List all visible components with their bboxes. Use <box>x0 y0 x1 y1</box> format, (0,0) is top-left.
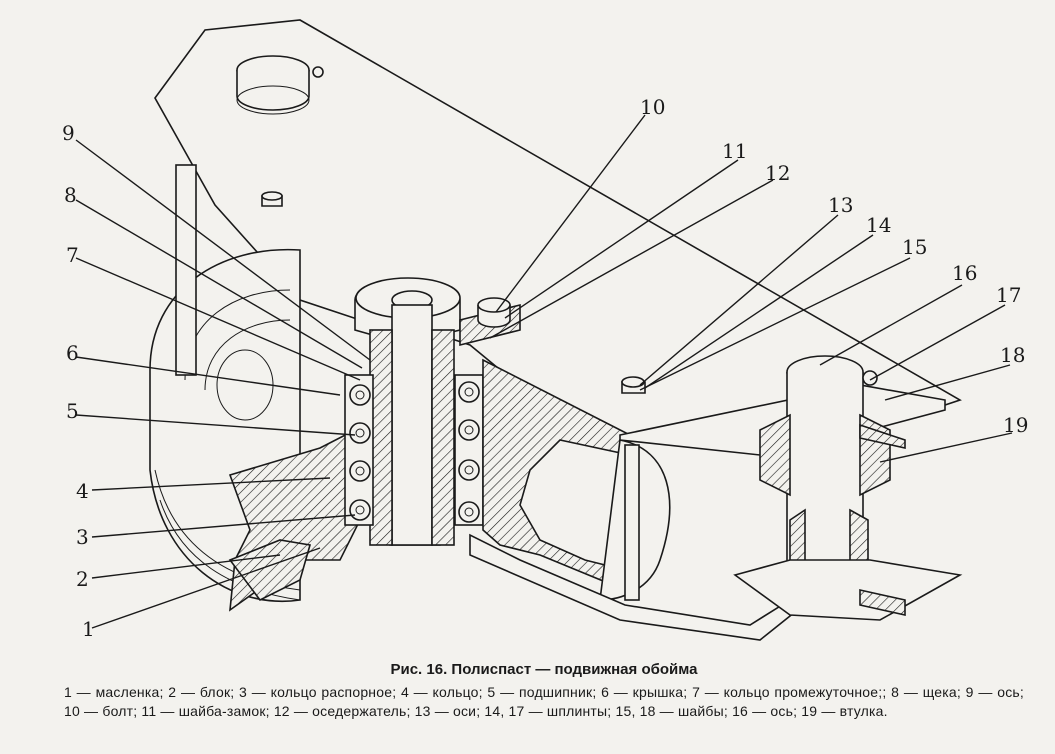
label-13: 13 <box>828 193 853 217</box>
label-17: 17 <box>996 283 1021 307</box>
label-18: 18 <box>1000 343 1025 367</box>
label-16: 16 <box>952 261 977 285</box>
label-6: 6 <box>66 341 79 365</box>
caption-title: Рис. 16. Полиспаст — подвижная обойма <box>390 661 698 678</box>
sleeve-right <box>431 329 455 546</box>
caption-legend: 1 — масленка; 2 — блок; 3 — кольцо распо… <box>64 684 1024 719</box>
nut-13 <box>621 376 646 394</box>
leader-lines <box>75 114 1013 629</box>
figure-caption: Рис. 16. Полиспаст — подвижная обойма 1 … <box>64 660 1024 721</box>
label-3: 3 <box>76 525 89 549</box>
bearings-right <box>454 374 484 526</box>
bearings-left <box>344 374 374 526</box>
label-12: 12 <box>765 161 790 185</box>
label-8: 8 <box>64 183 77 207</box>
label-9: 9 <box>62 121 75 145</box>
pulley-assembly-drawing: 1 2 3 4 5 6 7 8 9 10 11 12 13 14 15 16 1… <box>62 19 1028 641</box>
label-11: 11 <box>722 139 747 163</box>
label-15: 15 <box>902 235 927 259</box>
bushing-top <box>759 413 791 497</box>
label-5: 5 <box>66 399 79 423</box>
label-10: 10 <box>640 95 665 119</box>
label-4: 4 <box>76 479 89 503</box>
label-1: 1 <box>82 617 95 641</box>
bolt <box>459 297 521 347</box>
base-plate <box>733 559 963 621</box>
label-19: 19 <box>1003 413 1028 437</box>
oiler-cap <box>236 55 324 115</box>
label-14: 14 <box>866 213 891 237</box>
label-2: 2 <box>76 567 89 591</box>
small-nut <box>261 191 283 207</box>
label-7: 7 <box>66 243 79 267</box>
